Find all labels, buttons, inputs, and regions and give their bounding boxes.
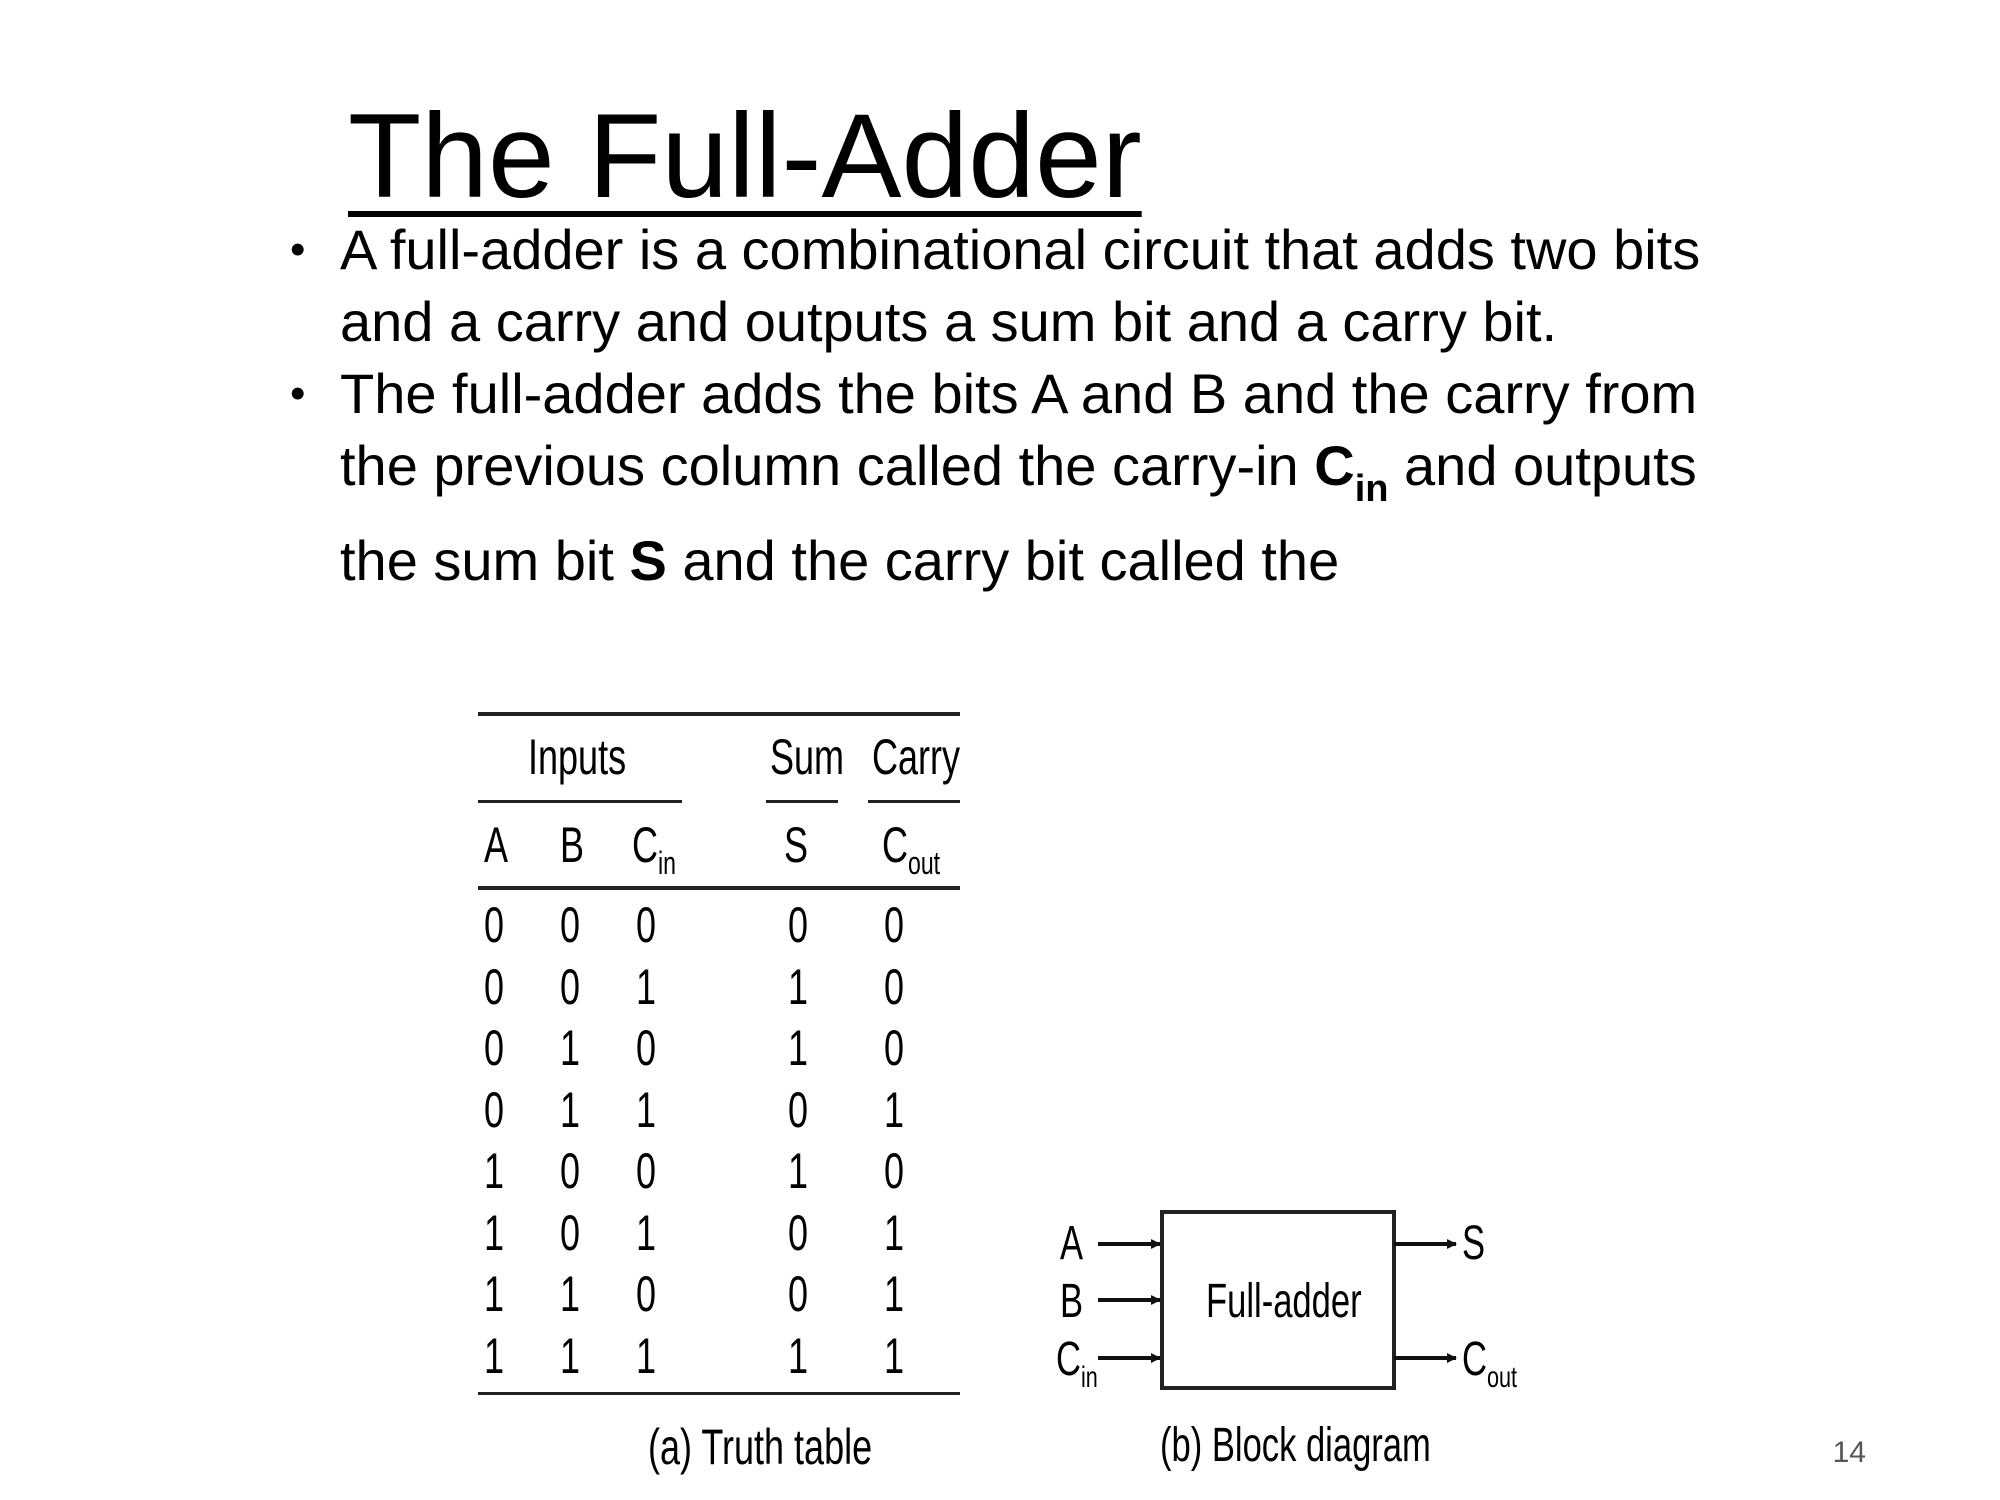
table-top-rule (478, 712, 960, 716)
input-a-label: A (1060, 1217, 1084, 1270)
table-cell: 0 (484, 1081, 505, 1138)
table-cell: 1 (788, 1143, 809, 1199)
header-carry: Carry (872, 729, 960, 785)
table-cell: 0 (636, 1143, 657, 1199)
table-cell: 1 (560, 1081, 581, 1138)
table-cell: 1 (484, 1143, 505, 1199)
table-cell: 0 (788, 1266, 809, 1322)
cin-subscript: in (1354, 468, 1389, 510)
table-cell: 0 (484, 897, 505, 953)
header-inputs: Inputs (528, 729, 627, 785)
table-cell: 1 (560, 1266, 581, 1322)
table-cell: 0 (484, 1020, 505, 1076)
table-cell: 1 (884, 1327, 905, 1384)
page-number: 14 (1832, 1436, 1866, 1469)
table-cell: 1 (560, 1020, 581, 1076)
bullet-item-2: • The full-adder adds the bits A and B a… (290, 358, 1740, 862)
bullet-list: • A full-adder is a combinational circui… (290, 214, 1740, 862)
cin-symbol: C (1314, 434, 1355, 497)
sum-rule (766, 800, 838, 803)
table-cell: 0 (636, 1266, 657, 1322)
output-cout-label: Cout (1462, 1333, 1518, 1394)
table-cell: 1 (884, 1266, 905, 1322)
block-diagram-caption: (b) Block diagram (1160, 1419, 1431, 1472)
block-diagram: A B Cin Full-adder S Cout (b) Block diag… (1050, 1200, 1530, 1470)
slide-title: The Full-Adder (348, 89, 1142, 223)
col-cin: Cin (632, 817, 676, 881)
table-cell: 1 (636, 1327, 657, 1384)
table-cell: 1 (636, 1081, 657, 1138)
table-cell: 1 (788, 958, 809, 1015)
table-cell: 0 (636, 897, 657, 953)
s-symbol: S (629, 529, 667, 592)
inputs-rule (478, 800, 682, 803)
table-cell: 0 (884, 897, 905, 953)
table-cell: 1 (484, 1327, 505, 1384)
bullet-text-2c: and the carry bit called the (666, 529, 1340, 592)
table-bottom-rule (478, 1392, 960, 1395)
table-cell: 0 (560, 1143, 581, 1199)
full-adder-label: Full-adder (1206, 1275, 1362, 1328)
table-cell: 1 (484, 1204, 505, 1261)
table-cell: 1 (788, 1020, 809, 1076)
table-cell: 0 (884, 1020, 905, 1076)
table-cell: 1 (636, 958, 657, 1015)
table-cell: 0 (484, 958, 505, 1015)
table-cell: 0 (560, 958, 581, 1015)
table-cell: 0 (560, 897, 581, 953)
bullet-text-2b: and outputs the sum bit (340, 434, 1697, 592)
table-cell: 1 (484, 1266, 505, 1322)
table-cell: 0 (560, 1204, 581, 1261)
full-adder-box (1160, 1210, 1396, 1390)
input-b-label: B (1060, 1275, 1084, 1328)
table-cell: 0 (884, 1143, 905, 1199)
header-sum: Sum (770, 729, 845, 785)
col-s: S (784, 817, 809, 873)
table-cell: 1 (560, 1327, 581, 1384)
table-cell: 0 (884, 958, 905, 1015)
table-cell: 0 (788, 1081, 809, 1138)
col-a: A (484, 817, 509, 873)
table-cell: 1 (884, 1081, 905, 1138)
col-b: B (560, 817, 585, 873)
bullet-dot-icon: • (290, 225, 306, 274)
carry-rule (868, 800, 960, 803)
bullet-text-1: A full-adder is a combinational circuit … (340, 218, 1701, 353)
bullet-text-2a: The full-adder adds the bits A and B and… (340, 362, 1698, 497)
header-bottom-rule (478, 886, 960, 890)
table-cell: 0 (636, 1020, 657, 1076)
table-cell: 0 (788, 1204, 809, 1261)
bullet-item-1: • A full-adder is a combinational circui… (290, 214, 1740, 358)
table-cell: 1 (788, 1327, 809, 1384)
input-cin-label: Cin (1056, 1333, 1098, 1394)
output-s-label: S (1462, 1217, 1486, 1270)
table-cell: 1 (884, 1204, 905, 1261)
table-cell: 0 (788, 897, 809, 953)
table-cell: 1 (636, 1204, 657, 1261)
bullet-dot-icon: • (290, 369, 306, 418)
col-cout: Cout (882, 817, 941, 881)
truth-table-caption: (a) Truth table (648, 1419, 873, 1475)
block-diagram-graphic (1098, 1210, 1457, 1390)
